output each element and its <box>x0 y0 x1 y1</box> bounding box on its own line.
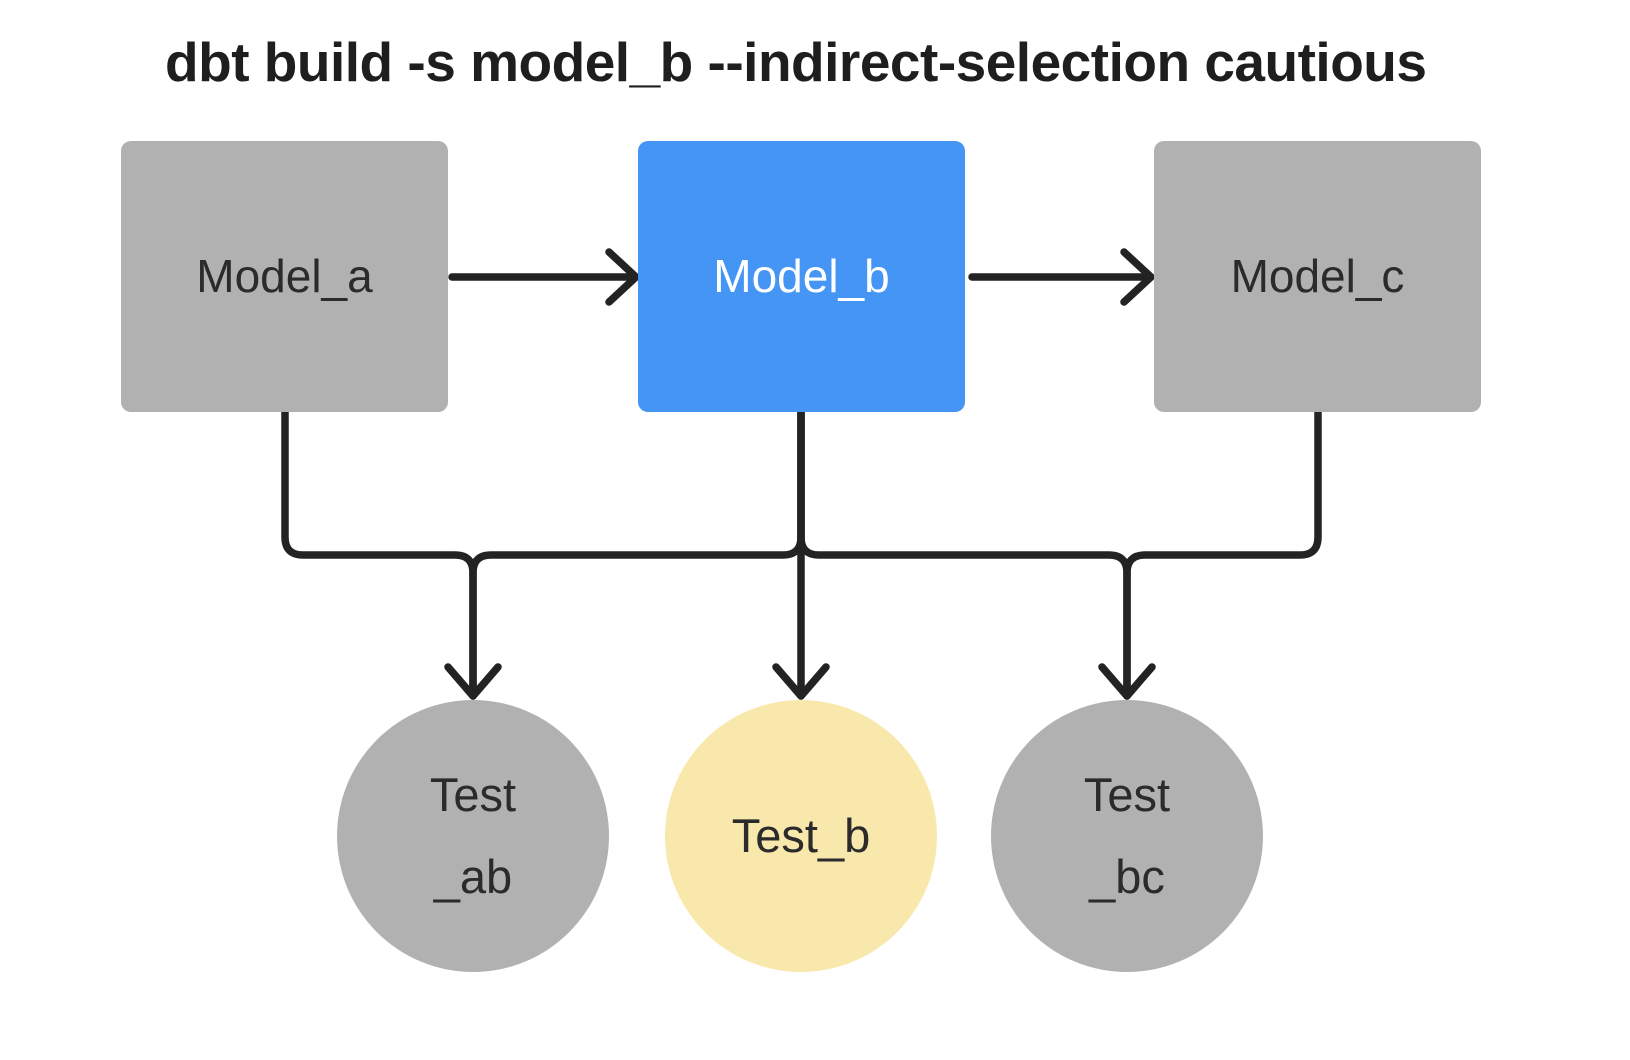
arrowhead-test-b <box>772 663 830 700</box>
node-test-b: Test_b <box>665 700 937 972</box>
node-model-a: Model_a <box>121 141 448 412</box>
arrowhead-model-c <box>1120 248 1155 306</box>
node-test-ab: Test _ab <box>337 700 609 972</box>
arrowhead-model-b <box>605 248 640 306</box>
edge-model-b-to-test-ab <box>469 408 805 700</box>
node-model-c: Model_c <box>1154 141 1481 412</box>
node-test-bc: Test _bc <box>991 700 1263 972</box>
edge-model-b-to-test-bc <box>797 408 1131 700</box>
node-model-b: Model_b <box>638 141 965 412</box>
edge-model-c-to-test-bc <box>1123 408 1322 700</box>
arrowhead-test-bc <box>1098 663 1156 700</box>
node-test-bc-label: Test _bc <box>1083 767 1171 903</box>
edge-model-a-to-test-ab <box>281 408 477 700</box>
node-test-ab-label: Test _ab <box>429 767 517 903</box>
arrowhead-test-ab <box>444 663 502 700</box>
node-model-a-label: Model_a <box>196 249 373 302</box>
command-title: dbt build -s model_b --indirect-selectio… <box>165 31 1427 93</box>
node-model-b-label: Model_b <box>713 249 890 302</box>
node-model-c-label: Model_c <box>1230 249 1405 302</box>
node-test-b-label: Test_b <box>731 808 871 862</box>
